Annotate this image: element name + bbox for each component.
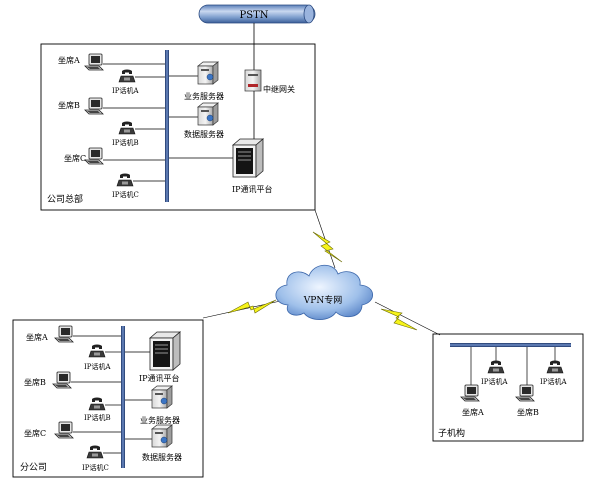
sub-phone-b-label: IP话机A xyxy=(540,377,567,386)
sub-seat-a-label: 坐席A xyxy=(462,407,484,417)
hq-phone-c-icon xyxy=(116,173,134,187)
sub-box xyxy=(432,333,584,442)
hq-seat-b-label: 坐席B xyxy=(58,100,80,110)
sub-phone-a-label: IP话机A xyxy=(481,377,508,386)
hq-seat-b-pc-icon xyxy=(84,97,104,115)
branch-business-server-label: 业务服务器 xyxy=(140,415,180,425)
hq-phone-b-icon xyxy=(118,121,136,135)
branch-seat-b-pc-icon xyxy=(52,371,72,389)
hq-wan-bolt-icon xyxy=(312,231,343,263)
branch-data-server-label: 数据服务器 xyxy=(142,452,182,462)
hq-seat-c-label: 坐席C xyxy=(64,153,86,163)
branch-platform-icon xyxy=(149,331,181,371)
hq-seat-a-label: 坐席A xyxy=(58,55,80,65)
sub-seat-a-pc-icon xyxy=(460,384,480,402)
branch-bus xyxy=(121,326,125,468)
pstn-pipe: PSTN xyxy=(198,4,316,24)
branch-seat-a-label: 坐席A xyxy=(26,332,48,342)
hq-bus xyxy=(165,50,169,202)
branch-phone-a-icon xyxy=(88,344,106,358)
hq-phone-b-label: IP话机B xyxy=(112,138,139,147)
branch-seat-b-label: 坐席B xyxy=(24,377,46,387)
sub-bus xyxy=(450,343,571,347)
branch-phone-a-label: IP话机A xyxy=(84,362,111,371)
hq-data-server-icon xyxy=(197,102,219,126)
sub-seat-b-label: 坐席B xyxy=(517,407,539,417)
vpn-cloud-label: VPN专网 xyxy=(303,294,342,306)
hq-phone-a-label: IP话机A xyxy=(112,86,139,95)
branch-platform-label: IP通讯平台 xyxy=(139,373,180,383)
hq-platform-icon xyxy=(232,138,264,178)
hq-phone-a-icon xyxy=(118,69,136,83)
hq-phone-c-label: IP话机C xyxy=(112,190,139,199)
sub-title: 子机构 xyxy=(438,427,465,439)
branch-phone-b-label: IP话机B xyxy=(84,413,111,422)
sub-phone-a-icon xyxy=(487,360,505,374)
hq-seat-a-pc-icon xyxy=(84,53,104,71)
hq-platform-label: IP通讯平台 xyxy=(232,184,273,194)
hq-business-server-icon xyxy=(197,61,219,85)
branch-box xyxy=(12,319,204,478)
branch-seat-c-pc-icon xyxy=(54,421,74,439)
pstn-label: PSTN xyxy=(240,10,269,21)
branch-seat-c-label: 坐席C xyxy=(24,428,46,438)
branch-phone-b-icon xyxy=(88,397,106,411)
branch-business-server-icon xyxy=(151,385,173,409)
vpn-cloud: VPN专网 xyxy=(275,264,374,321)
sub-wan-bolt-icon xyxy=(380,308,418,331)
branch-phone-c-icon xyxy=(86,445,104,459)
hq-seat-c-pc-icon xyxy=(84,147,104,165)
branch-phone-c-label: IP话机C xyxy=(82,463,109,472)
hq-business-server-label: 业务服务器 xyxy=(184,91,224,101)
hq-gateway-label: 中继网关 xyxy=(263,84,295,94)
hq-data-server-label: 数据服务器 xyxy=(184,129,224,139)
hq-gateway-icon xyxy=(244,69,262,92)
branch-wan-bolt-icon xyxy=(227,299,277,314)
branch-seat-a-pc-icon xyxy=(54,325,74,343)
branch-data-server-icon xyxy=(151,424,173,448)
sub-seat-b-pc-icon xyxy=(515,384,535,402)
sub-phone-b-icon xyxy=(546,360,564,374)
hq-box xyxy=(40,43,316,211)
branch-title: 分公司 xyxy=(20,462,47,473)
hq-title: 公司总部 xyxy=(47,193,83,205)
